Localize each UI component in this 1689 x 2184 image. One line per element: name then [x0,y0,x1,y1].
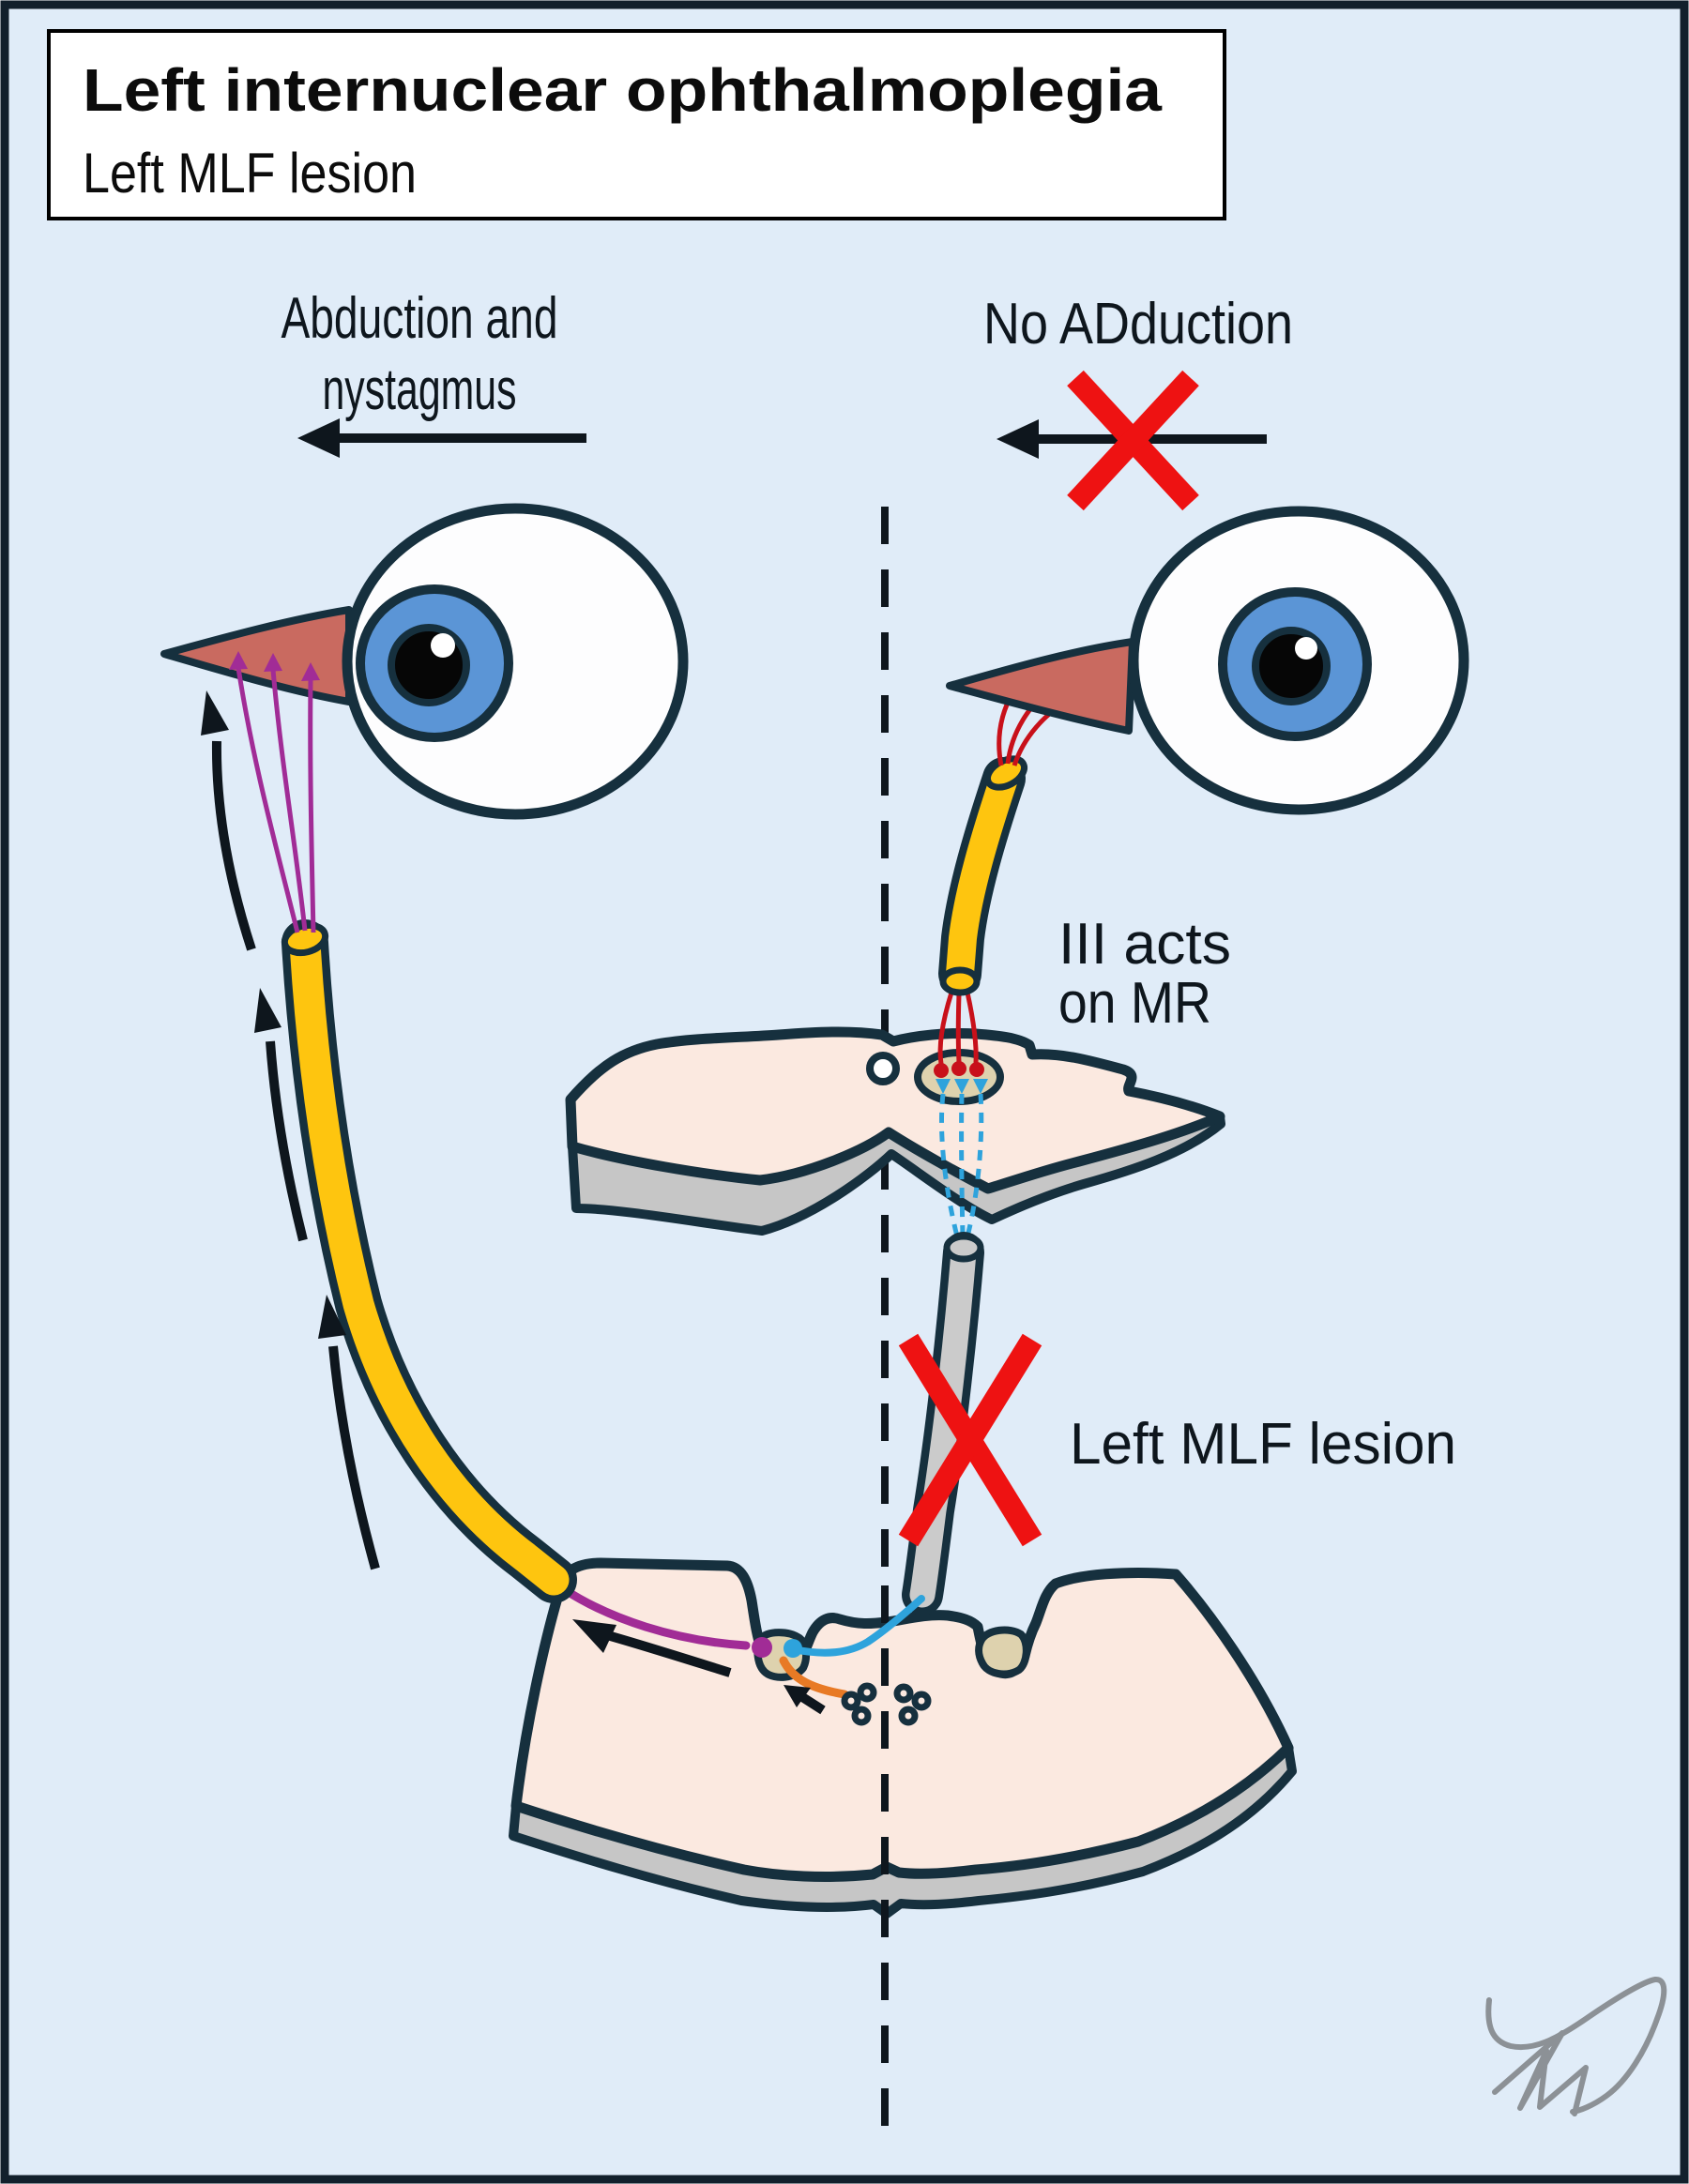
cn3-trunk [946,765,1018,988]
signature [1485,1977,1667,2116]
title-box: Left internuclear ophthalmoplegia Left M… [47,29,1226,220]
mlf-synapse-arrowhead-icon [973,1079,988,1094]
abducens-signal-arrow-shaft [599,1629,732,1677]
left-gaze-annotation: Abduction and nystagmus [282,286,586,458]
abduction-label-line1: Abduction and [282,286,558,351]
internuclear-axon-to-mlf [789,1595,925,1657]
abduction-label-line2: nystagmus [323,357,517,422]
signal-arrow-shaft [328,1345,380,1570]
mlf-lesion-label: Left MLF lesion [1070,1412,1456,1477]
cerebral-aqueduct [866,1052,900,1085]
signal-arrow-shaft [266,1040,308,1242]
gaze-arrow-right-head-icon [997,419,1039,459]
cn3-cell-body [951,1061,966,1076]
cn6-trunk [289,927,570,1596]
medial-rectus-muscle [946,638,1136,735]
right-pupil-highlight [1295,637,1317,660]
pprf-input-axon [779,1656,849,1699]
cn3-cell-body [934,1063,949,1078]
cn3-fiber [955,993,962,1063]
oculomotor-nucleus-synapse [934,992,988,1094]
right-gaze-annotation: No ADduction [983,292,1293,511]
cn3-fiber [937,992,954,1065]
pprf-cell-dots [841,1682,932,1726]
cn3-cap-bottom [939,966,981,996]
page-subtitle: Left MLF lesion [83,142,417,205]
left-pupil-highlight [431,633,455,658]
right-abducens-nucleus [975,1626,1030,1678]
signal-arrow-shaft [211,740,256,951]
cn3-fiber [965,992,979,1064]
cn6-axon [270,669,308,932]
mlf-synapse-arrowhead-icon [954,1079,969,1094]
signal-arrowhead-icon [254,988,282,1033]
midbrain-body [565,1026,1225,1194]
no-adduction-label: No ADduction [983,292,1293,356]
left-pupil [388,624,470,706]
right-pupil [1252,627,1331,705]
cn6-axon-arrowhead-icon [229,651,248,670]
mlf-tube-cap [943,1233,984,1263]
cn3-cell-body [969,1062,984,1077]
title-panel [47,29,1226,220]
abducens-signal-arrowhead-icon [572,1619,616,1653]
pprf-signal-arrowhead-icon [784,1685,811,1707]
signal-arrowhead-icon [201,690,229,736]
no-adduction-cross-icon [1067,370,1199,511]
gaze-arrow-left-head-icon [297,418,340,458]
page-title: Left internuclear ophthalmoplegia [83,56,1162,124]
cn3-action-label-line1: III acts [1058,912,1231,977]
cn6-signal-arrows [201,690,380,1570]
signal-arrowhead-icon [318,1295,346,1339]
cn6-axon-arrowhead-icon [264,653,282,672]
left-eye-assembly [160,503,689,933]
mlf-lesion-cross-icon [898,1333,1042,1547]
abducens-internuclear-axon [559,1585,751,1650]
abducens-motor-neuron [752,1637,772,1658]
cn6-axon [236,667,300,933]
internuclear-neuron [784,1639,802,1658]
pons-wiring [559,1585,932,1726]
right-eye-assembly [946,506,1469,815]
cn6-axon [308,678,316,933]
cn6-axon-arrowhead-icon [301,662,320,681]
mlf-synapse-arrowhead-icon [936,1079,951,1094]
cn3-action-label-line2: on MR [1058,971,1211,1036]
